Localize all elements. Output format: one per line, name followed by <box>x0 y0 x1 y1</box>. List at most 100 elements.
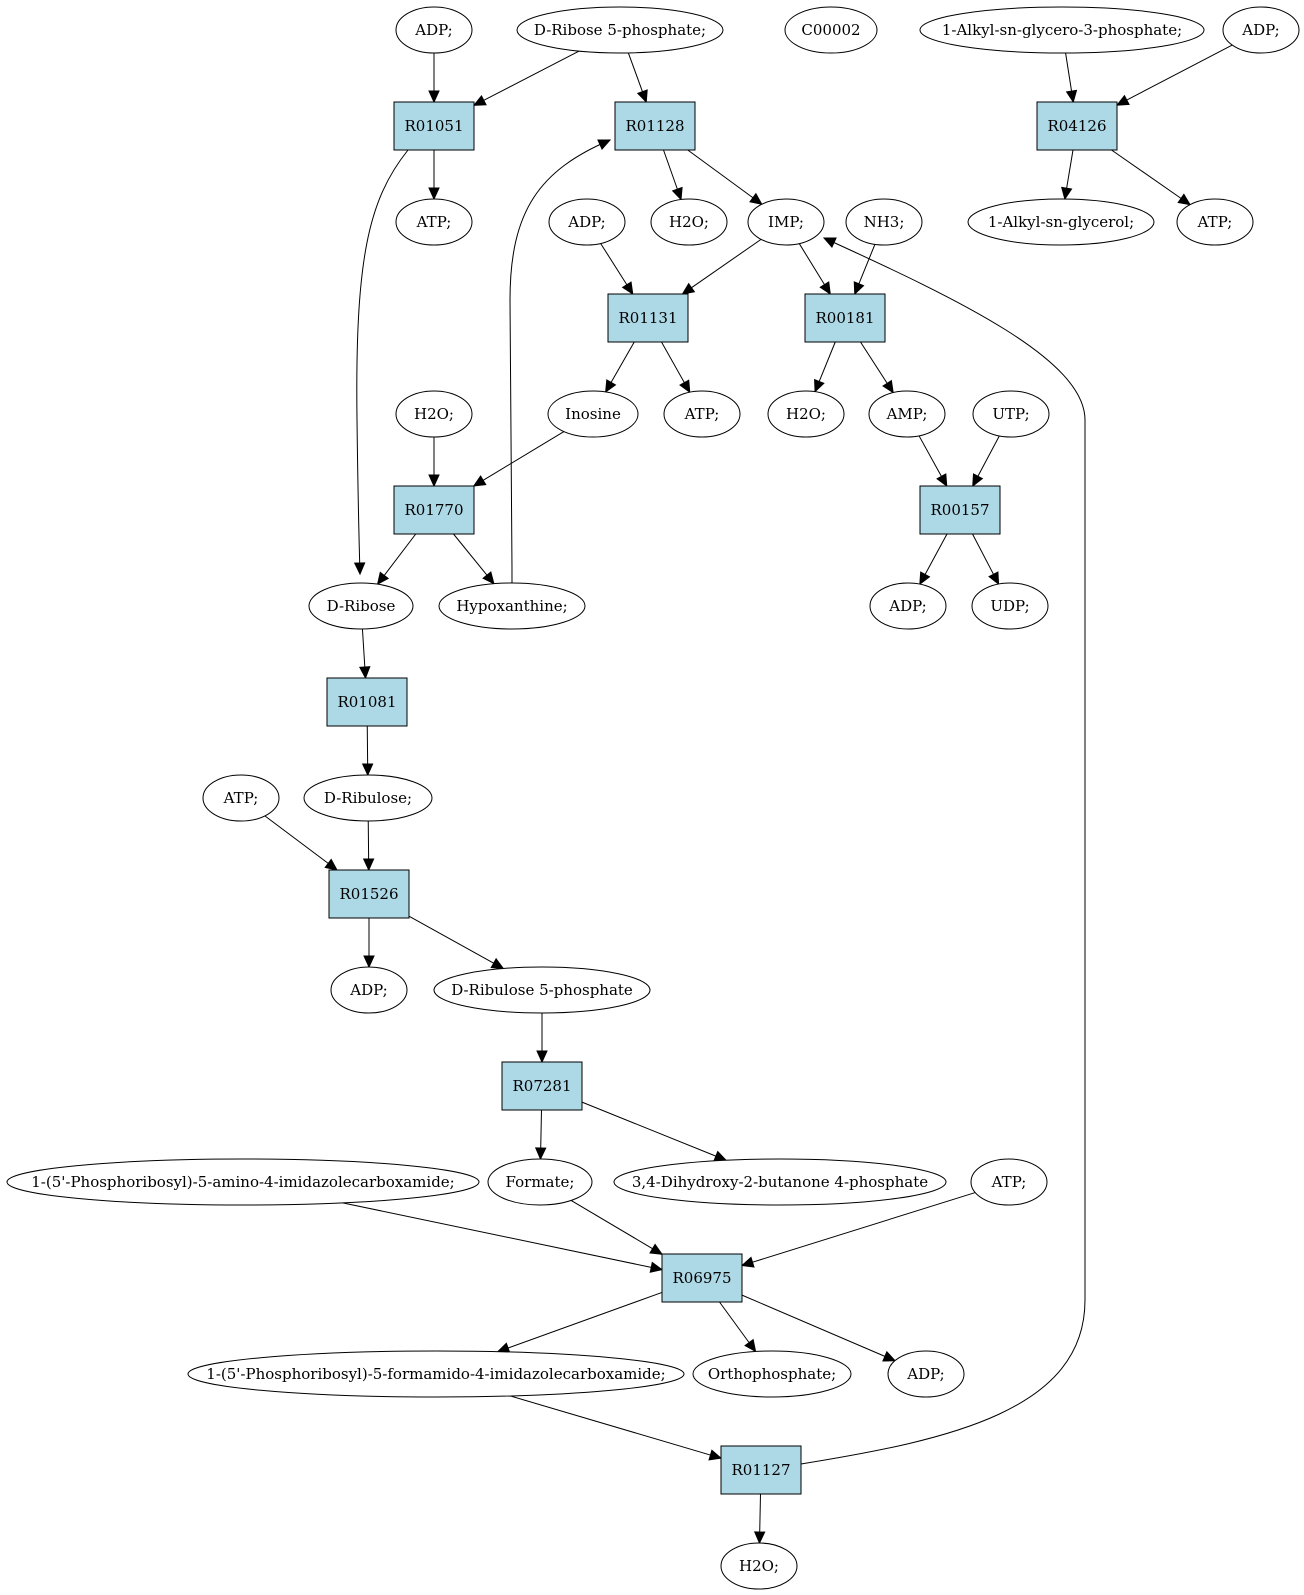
compound-node-n-atp-tr-ellipse <box>1176 198 1254 246</box>
compound-node-n-adp-3: ADP; <box>869 582 947 630</box>
edge-r-R00181-to-n-amp <box>860 341 894 394</box>
edge-r-R01128-to-n-imp-arrowhead <box>749 192 763 205</box>
compound-node-n-ru5p-ellipse <box>433 966 651 1014</box>
edge-r-R07281-to-n-formate-line <box>540 1109 542 1149</box>
edge-n-adp-tr-to-r-R04126-arrowhead <box>1115 94 1130 106</box>
edge-r-R06975-to-n-ortho-line <box>719 1301 750 1343</box>
edge-r-R01770-to-n-dribose-line <box>383 533 417 576</box>
compound-node-n-dribose-ellipse <box>308 582 414 630</box>
compound-node-n-h2o-2-ellipse <box>395 390 473 438</box>
edge-n-alkylg3p-to-r-R04126-line <box>1065 52 1073 92</box>
reaction-node-r-R00157: R00157 <box>919 485 1001 535</box>
compound-node-n-h2o-1-label: H2O; <box>669 213 709 231</box>
compound-node-n-adp-5-label: ADP; <box>906 1365 944 1383</box>
compound-node-n-atp-tr-label: ATP; <box>1197 213 1233 231</box>
compound-node-n-imp: IMP; <box>747 198 825 246</box>
edge-n-r5p-to-r-R01051-arrowhead <box>472 94 487 106</box>
edge-r-R07281-to-n-formate <box>534 1109 547 1161</box>
compound-node-n-nh3-ellipse <box>845 198 923 246</box>
edge-r-R01127-to-n-h2o-4-line <box>759 1493 761 1533</box>
compound-node-n-atp-1-label: ATP; <box>416 213 452 231</box>
compound-node-n-formate-ellipse <box>487 1158 593 1206</box>
reaction-node-r-R01051-label: R01051 <box>404 117 463 135</box>
compound-node-n-adp-top: ADP; <box>395 6 473 54</box>
edge-r-R00157-to-n-adp-3 <box>919 533 948 586</box>
compound-node-n-hypox-ellipse <box>438 582 586 630</box>
compound-node-n-h2o-4-label: H2O; <box>739 1557 779 1575</box>
reaction-node-r-R04126-label: R04126 <box>1047 117 1106 135</box>
edge-n-hypox-to-r-R01128 <box>509 139 612 584</box>
edge-r-R01131-to-n-atp-2-line <box>661 341 685 383</box>
edge-r-R04126-to-n-atp-tr-line <box>1111 149 1182 199</box>
reaction-node-r-R01770-label: R01770 <box>404 501 463 519</box>
edge-n-aicar-to-r-R06975-line <box>342 1202 652 1268</box>
compound-node-n-hypox-label: Hypoxanthine; <box>456 597 567 615</box>
edge-r-R00157-to-n-udp <box>972 533 1000 586</box>
compound-node-n-aicar-label: 1-(5'-Phosphoribosyl)-5-amino-4-imidazol… <box>31 1173 455 1191</box>
compound-node-n-adp-4-ellipse <box>330 966 408 1014</box>
edge-n-hypox-to-r-R01128-line <box>509 139 611 584</box>
compound-node-n-utp: UTP; <box>972 390 1050 438</box>
compound-node-n-dribose-label: D-Ribose <box>327 597 396 615</box>
compound-node-n-atp-1-ellipse <box>395 198 473 246</box>
edge-n-atp-4-to-r-R06975-line <box>752 1192 976 1263</box>
compound-node-n-c00002: C00002 <box>784 6 878 54</box>
reaction-node-r-R01131-label: R01131 <box>618 309 677 327</box>
edge-r-R06975-to-n-ortho <box>719 1301 757 1353</box>
edge-n-r5p-to-r-R01128-line <box>627 52 643 92</box>
compound-node-n-adp-tr-ellipse <box>1222 6 1300 54</box>
edge-n-atp-4-to-r-R06975-arrowhead <box>740 1256 755 1268</box>
compound-node-n-utp-ellipse <box>972 390 1050 438</box>
reaction-node-r-R00157-label: R00157 <box>930 501 989 519</box>
reaction-node-r-R04126-box <box>1036 101 1118 151</box>
compound-node-n-adp-2: ADP; <box>548 198 626 246</box>
reaction-node-r-R06975-box <box>661 1253 743 1303</box>
compound-node-n-h2o-4-ellipse <box>720 1542 798 1590</box>
edge-r-R04126-to-n-atp-tr <box>1111 149 1192 206</box>
edge-n-atp-3-to-r-R01526-arrowhead <box>324 858 338 871</box>
compound-node-n-adp-2-ellipse <box>548 198 626 246</box>
compound-node-n-alkylg: 1-Alkyl-sn-glycerol; <box>967 198 1155 246</box>
compound-node-n-aicar: 1-(5'-Phosphoribosyl)-5-amino-4-imidazol… <box>6 1158 480 1206</box>
edge-r-R01127-to-n-h2o-4 <box>753 1493 766 1545</box>
reaction-node-r-R06975-label: R06975 <box>672 1269 731 1287</box>
reaction-node-r-R01526-box <box>328 869 410 919</box>
compound-node-n-atp-2: ATP; <box>663 390 741 438</box>
compound-node-n-nh3: NH3; <box>845 198 923 246</box>
edge-n-utp-to-r-R00157-arrowhead <box>972 473 984 488</box>
edge-n-aicar-to-r-R06975 <box>342 1202 664 1273</box>
edge-n-adp-2-to-r-R01131-line <box>600 243 628 285</box>
compound-node-n-hypox: Hypoxanthine; <box>438 582 586 630</box>
compound-node-n-udp: UDP; <box>971 582 1049 630</box>
edge-n-alkylg3p-to-r-R04126-arrowhead <box>1065 89 1078 104</box>
edge-n-ru5p-to-r-R07281-arrowhead <box>536 1050 548 1064</box>
edge-n-adp-tr-to-r-R04126-line <box>1126 44 1233 101</box>
edge-r-R01051-to-n-dribose-arrowhead <box>353 562 366 576</box>
compound-node-n-faicar-label: 1-(5'-Phosphoribosyl)-5-formamido-4-imid… <box>206 1365 665 1383</box>
compound-node-n-formate-label: Formate; <box>506 1173 575 1191</box>
compound-node-n-adp-5-ellipse <box>887 1350 965 1398</box>
edge-r-R00157-to-n-udp-line <box>972 533 994 575</box>
reaction-node-r-R01081: R01081 <box>326 677 408 727</box>
edge-r-R01770-to-n-hypox <box>453 533 495 585</box>
compound-node-n-ortho-ellipse <box>692 1350 852 1398</box>
reaction-node-r-R01127: R01127 <box>720 1445 802 1495</box>
edge-n-imp-to-r-R01131 <box>681 238 762 295</box>
reaction-node-r-R00181: R00181 <box>804 293 886 343</box>
edge-n-nh3-to-r-R00181-line <box>858 244 876 284</box>
edge-r-R01128-to-n-h2o-1 <box>663 149 683 201</box>
edge-n-faicar-to-r-R01127-arrowhead <box>708 1449 723 1461</box>
edge-n-nh3-to-r-R00181 <box>853 244 876 296</box>
edge-r-R06975-to-n-ortho-arrowhead <box>744 1338 757 1353</box>
reaction-node-r-R01131: R01131 <box>607 293 689 343</box>
compound-node-n-r5p-label: D-Ribose 5-phosphate; <box>534 21 706 39</box>
edge-n-r5p-to-r-R01051-line <box>483 50 580 101</box>
edge-n-hypox-to-r-R01128-arrowhead <box>597 139 612 150</box>
compound-node-n-inosine: Inosine <box>547 390 639 438</box>
edge-n-faicar-to-r-R01127-line <box>510 1395 711 1456</box>
edge-r-R01131-to-n-atp-2 <box>661 341 691 394</box>
compound-node-n-faicar: 1-(5'-Phosphoribosyl)-5-formamido-4-imid… <box>187 1350 685 1398</box>
compound-node-n-aicar-ellipse <box>6 1158 480 1206</box>
compound-node-n-r5p-ellipse <box>516 6 724 54</box>
